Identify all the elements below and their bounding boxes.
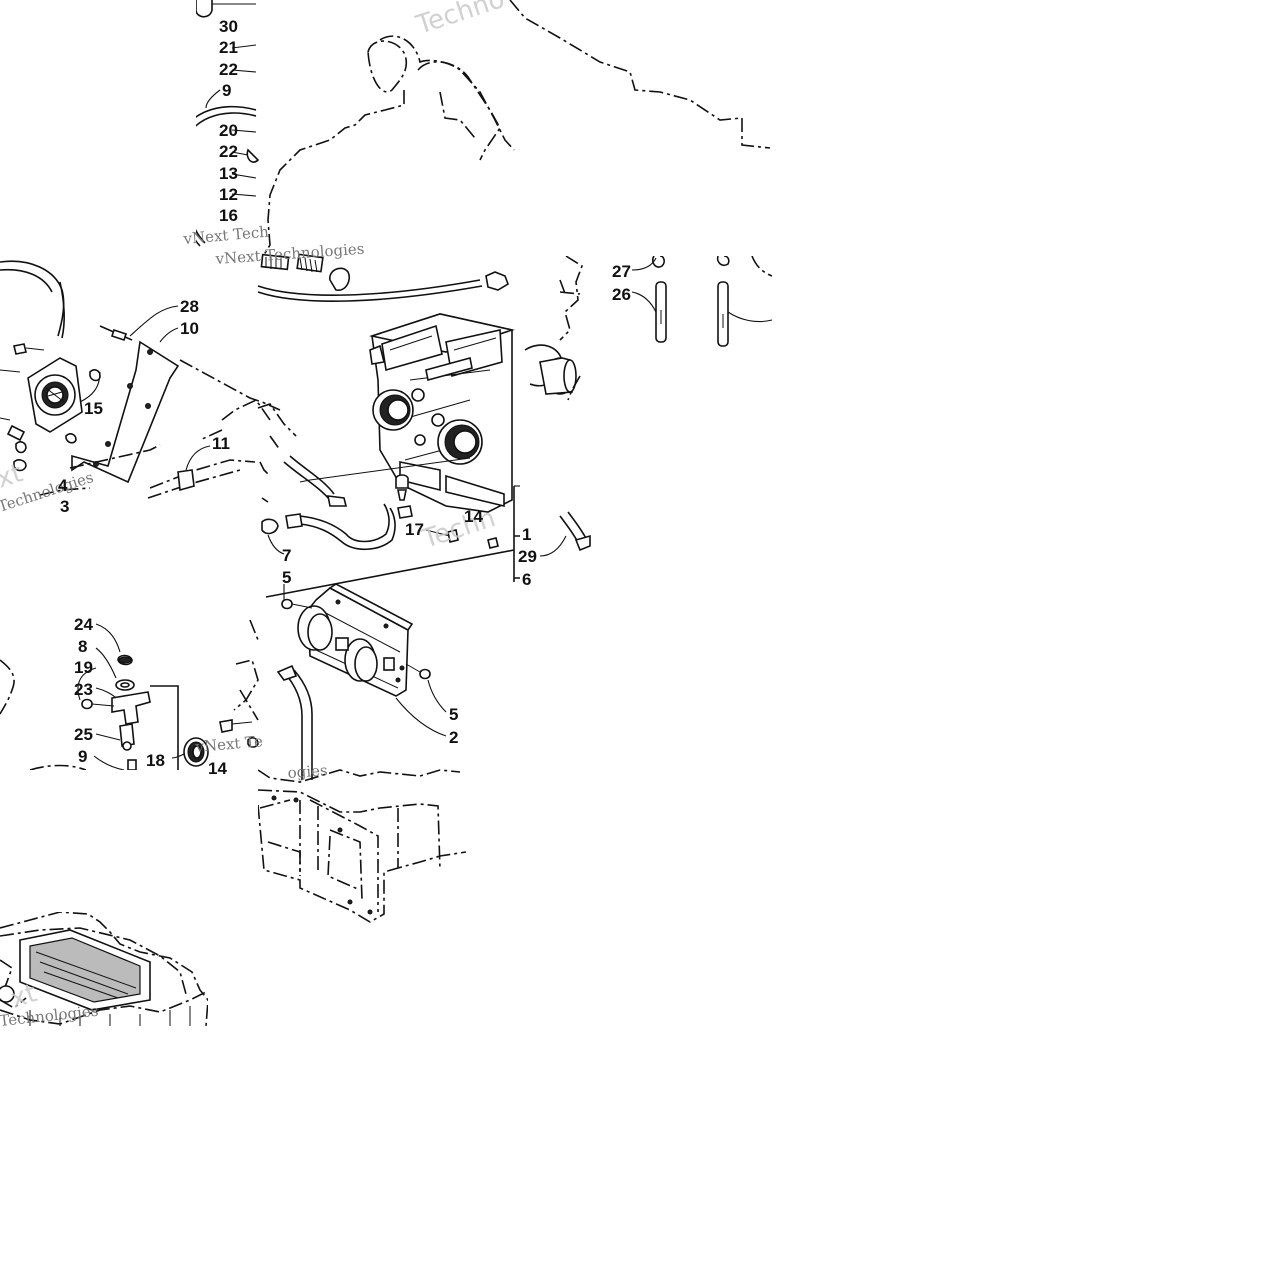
callout-20: 20 (219, 121, 238, 140)
callout-8: 8 (78, 637, 87, 656)
vent-hoses (257, 403, 591, 598)
callout-15: 15 (84, 399, 103, 418)
watermark-techno: Techno (412, 0, 508, 41)
callout-14: 14 (464, 507, 483, 526)
watermark-techn-center: Techn (418, 503, 499, 555)
callout-13: 13 (219, 164, 238, 183)
carburetor-assembly (299, 255, 583, 513)
watermark-ogies: ogies (287, 761, 328, 782)
callout-28: 28 (180, 297, 199, 316)
callout-30: 30 (219, 17, 238, 36)
throttle-body-assembly (0, 260, 281, 499)
callout-9: 9 (78, 747, 87, 766)
callout-6: 6 (522, 570, 531, 589)
callout-26: 26 (612, 285, 631, 304)
float-pins (631, 255, 773, 347)
callout-17: 17 (405, 520, 424, 539)
callout-27: 27 (612, 262, 631, 281)
callout-18: 18 (146, 751, 165, 770)
callout-14: 14 (208, 759, 227, 778)
callout-7: 7 (282, 546, 291, 565)
callout-10: 10 (180, 319, 199, 338)
callout-19: 19 (74, 658, 93, 677)
callout-21: 21 (219, 38, 238, 57)
callout-29: 29 (518, 547, 537, 566)
callout-3: 3 (60, 497, 69, 516)
callout-11: 11 (212, 434, 230, 453)
engine-block-bottom-left (0, 911, 209, 1027)
callout-5: 5 (282, 568, 291, 587)
callout-1: 1 (522, 525, 531, 544)
callout-22: 22 (219, 142, 238, 161)
callout-12: 12 (219, 185, 238, 204)
callout-4: 4 (58, 476, 68, 495)
callout-2: 2 (449, 728, 458, 747)
callout-16: 16 (219, 206, 238, 225)
watermark-vnext-technologies: vNext Technologies (214, 240, 365, 268)
callout-23: 23 (74, 680, 93, 699)
airbox-outline (257, 769, 467, 923)
engine-outline-top (261, 0, 771, 259)
callout-25: 25 (74, 725, 93, 744)
hose-top (246, 148, 509, 302)
callout-9: 9 (222, 81, 231, 100)
clamp-bracket-assembly (0, 619, 259, 771)
watermark-vnext-te: vNext Te (194, 732, 264, 756)
callout-22: 22 (219, 60, 238, 79)
callout-labels: 30 21 22 9 20 22 13 12 16 28 10 15 11 4 … (58, 17, 631, 778)
adaptor-plate (276, 583, 447, 780)
callout-24: 24 (74, 615, 93, 634)
callout-5: 5 (449, 705, 458, 724)
